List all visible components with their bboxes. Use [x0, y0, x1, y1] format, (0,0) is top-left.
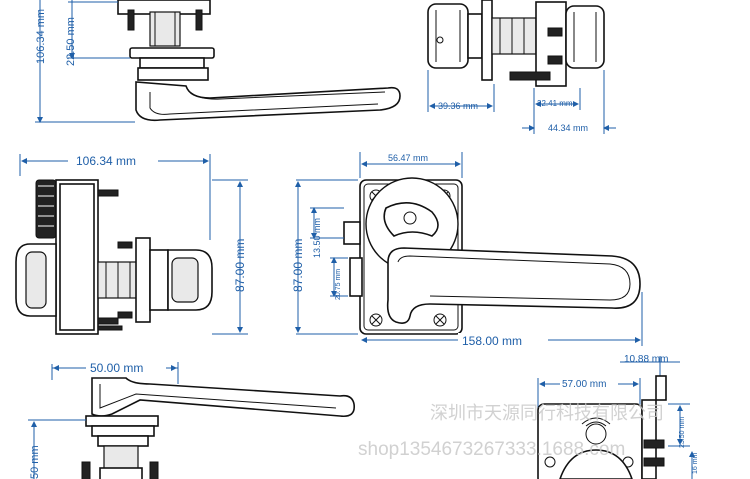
dim-23: 23.50 mm	[679, 417, 686, 448]
dim-44: 44.34 mm	[548, 123, 588, 133]
dim-87-left: 87.00 mm	[233, 239, 247, 292]
dim-106-vertical-top: 106.34 mm	[35, 9, 47, 64]
dim-50-vertical: 50 mm	[29, 445, 41, 479]
watermark-company: 深圳市天源同行科技有限公司	[430, 403, 664, 423]
dim-10: 10.88 mm	[624, 354, 668, 365]
dim-13: 13.50 mm	[312, 218, 322, 258]
dim-22-vertical-top: 22.50 mm	[65, 17, 77, 66]
view-top-left: 106.34 mm 22.50 mm	[35, 0, 401, 123]
watermark-url: shop1354673267333.1688.com	[358, 439, 625, 460]
dim-side: 16 mm	[692, 452, 699, 474]
dim-22-41: 22.41 mm	[537, 99, 573, 108]
dim-57: 57.00 mm	[562, 379, 606, 390]
dim-106-horizontal: 106.34 mm	[76, 154, 136, 168]
dim-50: 50.00 mm	[90, 361, 143, 375]
view-top-right: 39.36 mm 22.41 mm 44.34 mm	[427, 0, 616, 134]
view-mid-right: 56.47 mm 87.00 mm 13.50 mm	[291, 152, 643, 348]
dim-56: 56.47 mm	[388, 153, 428, 163]
dim-20: 20.75 mm	[335, 269, 342, 300]
view-bottom-left: 50.00 mm 50 mm	[28, 360, 356, 479]
dim-39: 39.36 mm	[438, 101, 478, 111]
view-bottom-right: 10.88 mm 57.00 mm 23.50 mm 16 mm	[537, 354, 699, 479]
dim-87-right: 87.00 mm	[291, 239, 305, 292]
dim-158: 158.00 mm	[462, 334, 522, 348]
view-mid-left: 106.34 mm 87.00 mm	[15, 154, 248, 335]
